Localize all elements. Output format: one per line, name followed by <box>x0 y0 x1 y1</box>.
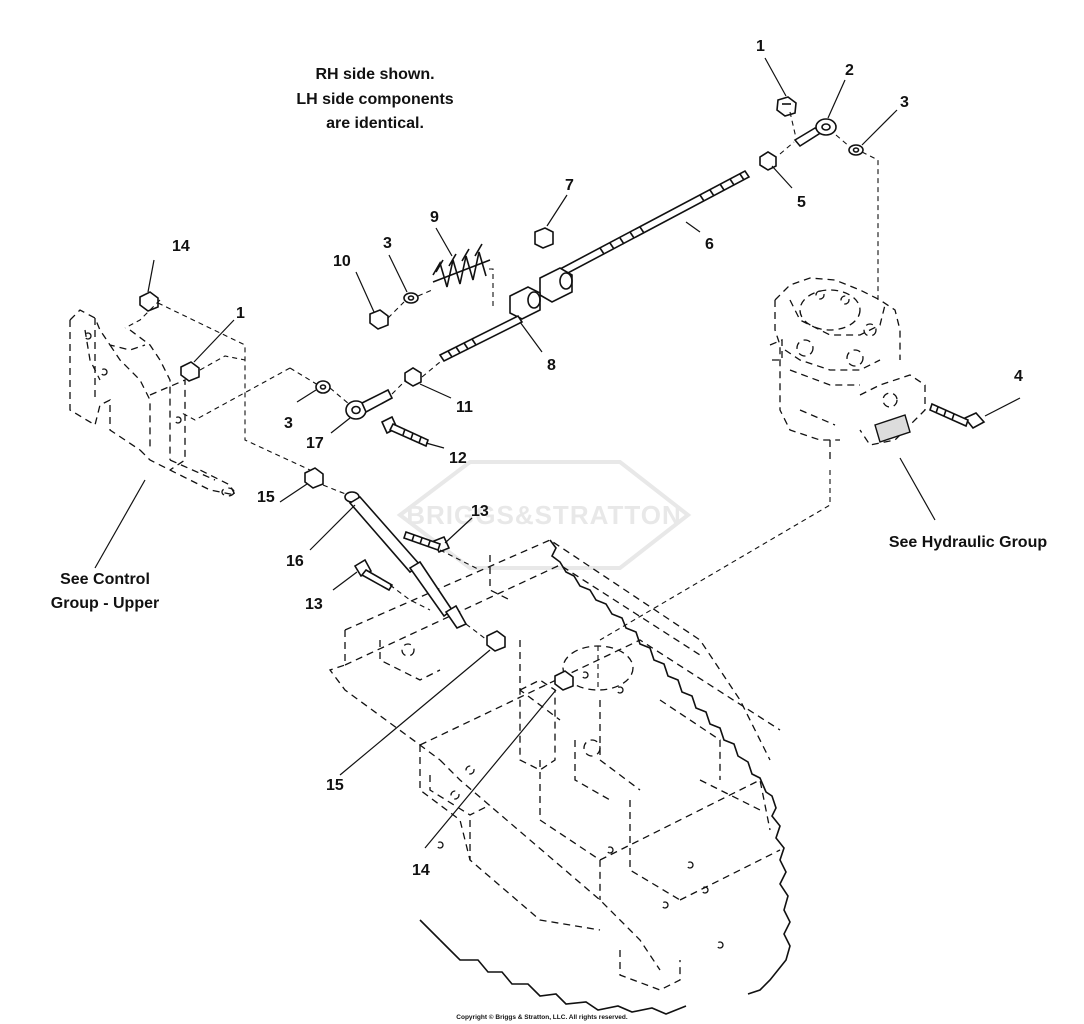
bolt-item-12 <box>380 415 429 448</box>
callout-8: 8 <box>547 357 556 374</box>
callout-3-top: 3 <box>900 94 909 111</box>
nut-item-14-top <box>139 291 159 312</box>
nut-item-15-upper <box>304 467 324 489</box>
nut-item-1-left <box>180 361 200 382</box>
bolt-item-13-lower <box>353 558 394 592</box>
callout-9: 9 <box>430 209 439 226</box>
callout-1-top: 1 <box>756 38 765 55</box>
callout-4: 4 <box>1014 368 1023 385</box>
callout-3-left: 3 <box>284 415 293 432</box>
bolt-item-13-upper <box>402 530 451 554</box>
side-note: RH side shown. LH side components are id… <box>296 66 453 132</box>
rod-end-item-17 <box>345 388 394 420</box>
alignment-lines <box>124 111 879 641</box>
nut-item-14-lower <box>554 670 574 691</box>
spring-item-9 <box>432 243 491 288</box>
washer-hole <box>407 295 415 301</box>
callout-6: 6 <box>705 236 714 253</box>
watermark-text: BRIGGS&STRATTON <box>406 500 681 530</box>
nut-item-15-lower <box>486 630 506 652</box>
callout-7: 7 <box>565 177 574 194</box>
rod-item-8 <box>438 314 524 363</box>
bolt-item-4 <box>929 402 986 430</box>
side-note-line-3: are identical. <box>326 115 424 132</box>
callout-13-lower: 13 <box>305 596 323 613</box>
nut-item-5 <box>759 151 777 171</box>
callout-11: 11 <box>456 399 473 416</box>
hydraulic-pump <box>769 277 926 460</box>
washer-item-3-left <box>315 380 331 394</box>
washer-hole <box>852 147 860 153</box>
nut-item-11 <box>404 367 422 387</box>
control-group-note: See Control Group - Upper <box>51 571 159 612</box>
hydraulic-group-note: See Hydraulic Group <box>889 534 1047 551</box>
callout-14-lower: 14 <box>412 862 430 879</box>
control-note-line-1: See Control <box>60 571 150 588</box>
side-note-line-1: RH side shown. <box>315 66 434 83</box>
callout-10: 10 <box>333 253 351 270</box>
rod-item-6 <box>543 169 751 285</box>
callout-13-upper: 13 <box>471 503 489 520</box>
spacer-item-7 <box>534 227 554 249</box>
callout-1-left: 1 <box>236 305 245 322</box>
briggs-stratton-watermark: BRIGGS&STRATTON <box>396 460 692 570</box>
copyright-notice: Copyright © Briggs & Stratton, LLC. All … <box>456 1013 628 1021</box>
washer-item-3-middle <box>403 292 419 304</box>
rod-end-item-2 <box>793 118 837 148</box>
callout-17: 17 <box>306 435 324 452</box>
gas-spring-item-16 <box>344 491 468 630</box>
washer-hole <box>319 384 327 390</box>
bushings <box>509 267 573 320</box>
callout-15-lower: 15 <box>326 777 344 794</box>
washer-item-3-top <box>848 144 864 156</box>
side-note-line-2: LH side components <box>296 91 453 108</box>
nut-item-1-top <box>776 96 797 117</box>
nut-item-10 <box>369 309 389 330</box>
callout-14-top: 14 <box>172 238 190 255</box>
control-note-line-2: Group - Upper <box>51 595 159 612</box>
callout-3-middle: 3 <box>383 235 392 252</box>
callout-16: 16 <box>286 553 304 570</box>
callout-15-upper: 15 <box>257 489 275 506</box>
callout-2: 2 <box>845 62 854 79</box>
callout-numbers: 1 2 3 4 5 6 7 8 9 10 3 14 1 3 11 17 12 1… <box>172 38 1023 879</box>
callout-12: 12 <box>449 450 467 467</box>
leader-lines <box>94 57 1021 849</box>
control-bracket <box>69 309 237 497</box>
callout-5: 5 <box>797 194 806 211</box>
tractor-frame <box>328 539 791 1015</box>
